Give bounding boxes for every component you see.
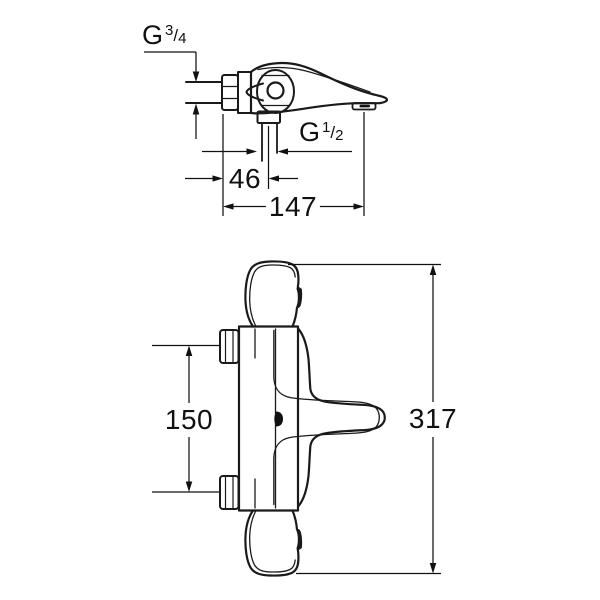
side-view — [185, 61, 389, 162]
dimension-overall-height-317: 317 — [405, 405, 461, 433]
handle-bottom-grip — [296, 529, 302, 550]
extension-lines-317 — [288, 263, 441, 575]
front-view-dimensions — [152, 263, 441, 575]
side-view-dimensions — [144, 51, 365, 216]
thread-letter: G — [299, 117, 321, 147]
leader-g34 — [144, 51, 197, 72]
spout-highlight-line — [257, 66, 371, 93]
handle-bottom — [244, 509, 303, 577]
temperature-button-mark — [274, 411, 283, 427]
extension-lines-150 — [152, 344, 220, 493]
handle-knob — [266, 81, 285, 100]
shower-outlet-connection — [256, 110, 281, 162]
thread-letter: G — [142, 20, 164, 50]
front-view — [219, 260, 386, 577]
handle-top — [244, 260, 303, 328]
dimension-spout-length-147: 147 — [265, 193, 321, 221]
spout-front — [273, 327, 386, 508]
arrowheads-side-view — [192, 71, 364, 210]
inlet-hex-nut — [221, 74, 239, 111]
mounting-hex-nut-bottom — [219, 475, 240, 510]
arrowheads-front-view — [185, 264, 437, 574]
handle-top-grip — [296, 287, 302, 308]
handle-escutcheon — [256, 69, 295, 114]
inlet-adapter — [237, 71, 252, 114]
mounting-hex-nut-top — [219, 329, 240, 364]
body-chevron-detail — [245, 82, 264, 102]
spout-body-outline — [249, 61, 389, 115]
dimension-mounting-distance-150: 150 — [161, 406, 217, 434]
handle-grip-lines — [260, 74, 291, 107]
inlet-pipe — [185, 81, 223, 104]
dimension-spout-offset-46: 46 — [225, 165, 265, 193]
valve-body — [237, 325, 300, 512]
aerator — [351, 102, 377, 111]
